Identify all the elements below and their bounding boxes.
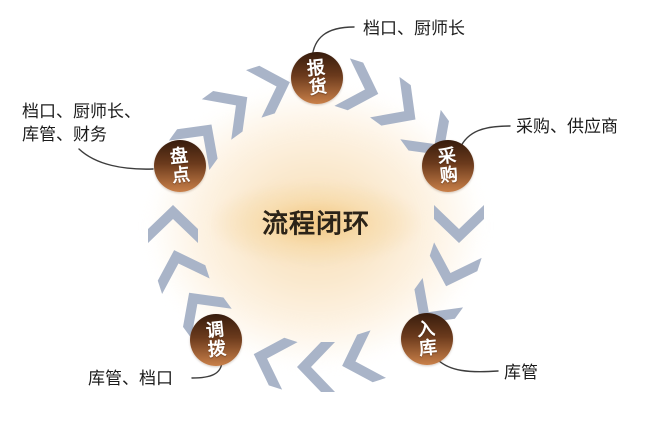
chevron-arrow [148, 205, 198, 243]
node-baohuo: 报货 [291, 52, 343, 104]
node-diaobo: 调拨 [190, 314, 242, 366]
connector-caigou [459, 125, 511, 149]
chevron-arrow [246, 65, 290, 118]
node-baohuo-label: 报货 [305, 57, 328, 98]
annotation-baohuo: 档口、厨师长 [363, 19, 465, 38]
chevron-arrow [297, 342, 335, 392]
node-ruku: 入库 [401, 313, 453, 365]
chevron-arrow [253, 337, 298, 390]
annotation-diaobo: 库管、档口 [88, 369, 173, 388]
chevron-arrow [414, 278, 464, 324]
node-caigou-label: 采购 [436, 145, 459, 186]
node-ruku-label: 入库 [415, 318, 438, 359]
chevron-arrow [429, 242, 482, 287]
connector-ruku [437, 359, 499, 373]
chevron-arrow [370, 76, 416, 126]
chevron-arrow [434, 205, 484, 243]
title-halo [209, 180, 423, 266]
diagram-title: 流程闭环 [261, 208, 371, 239]
chevron-arrow [342, 330, 386, 383]
node-caigou: 采购 [422, 140, 474, 192]
node-diaobo-label: 调拨 [204, 319, 227, 360]
annotation-ruku: 库管 [504, 363, 538, 382]
annotation-caigou: 采购、供应商 [516, 117, 618, 136]
chevron-arrow [157, 250, 210, 294]
node-pandian-label: 盘点 [168, 145, 191, 186]
chevron-arrow [168, 124, 218, 170]
chevron-arrow [183, 292, 232, 339]
connector-pandian [78, 148, 154, 170]
node-pandian: 盘点 [154, 140, 206, 192]
chevron-arrow [334, 58, 379, 111]
chevron-arrow [201, 91, 248, 140]
annotation-pandian: 档口、厨师长、库管、财务 [22, 102, 141, 144]
